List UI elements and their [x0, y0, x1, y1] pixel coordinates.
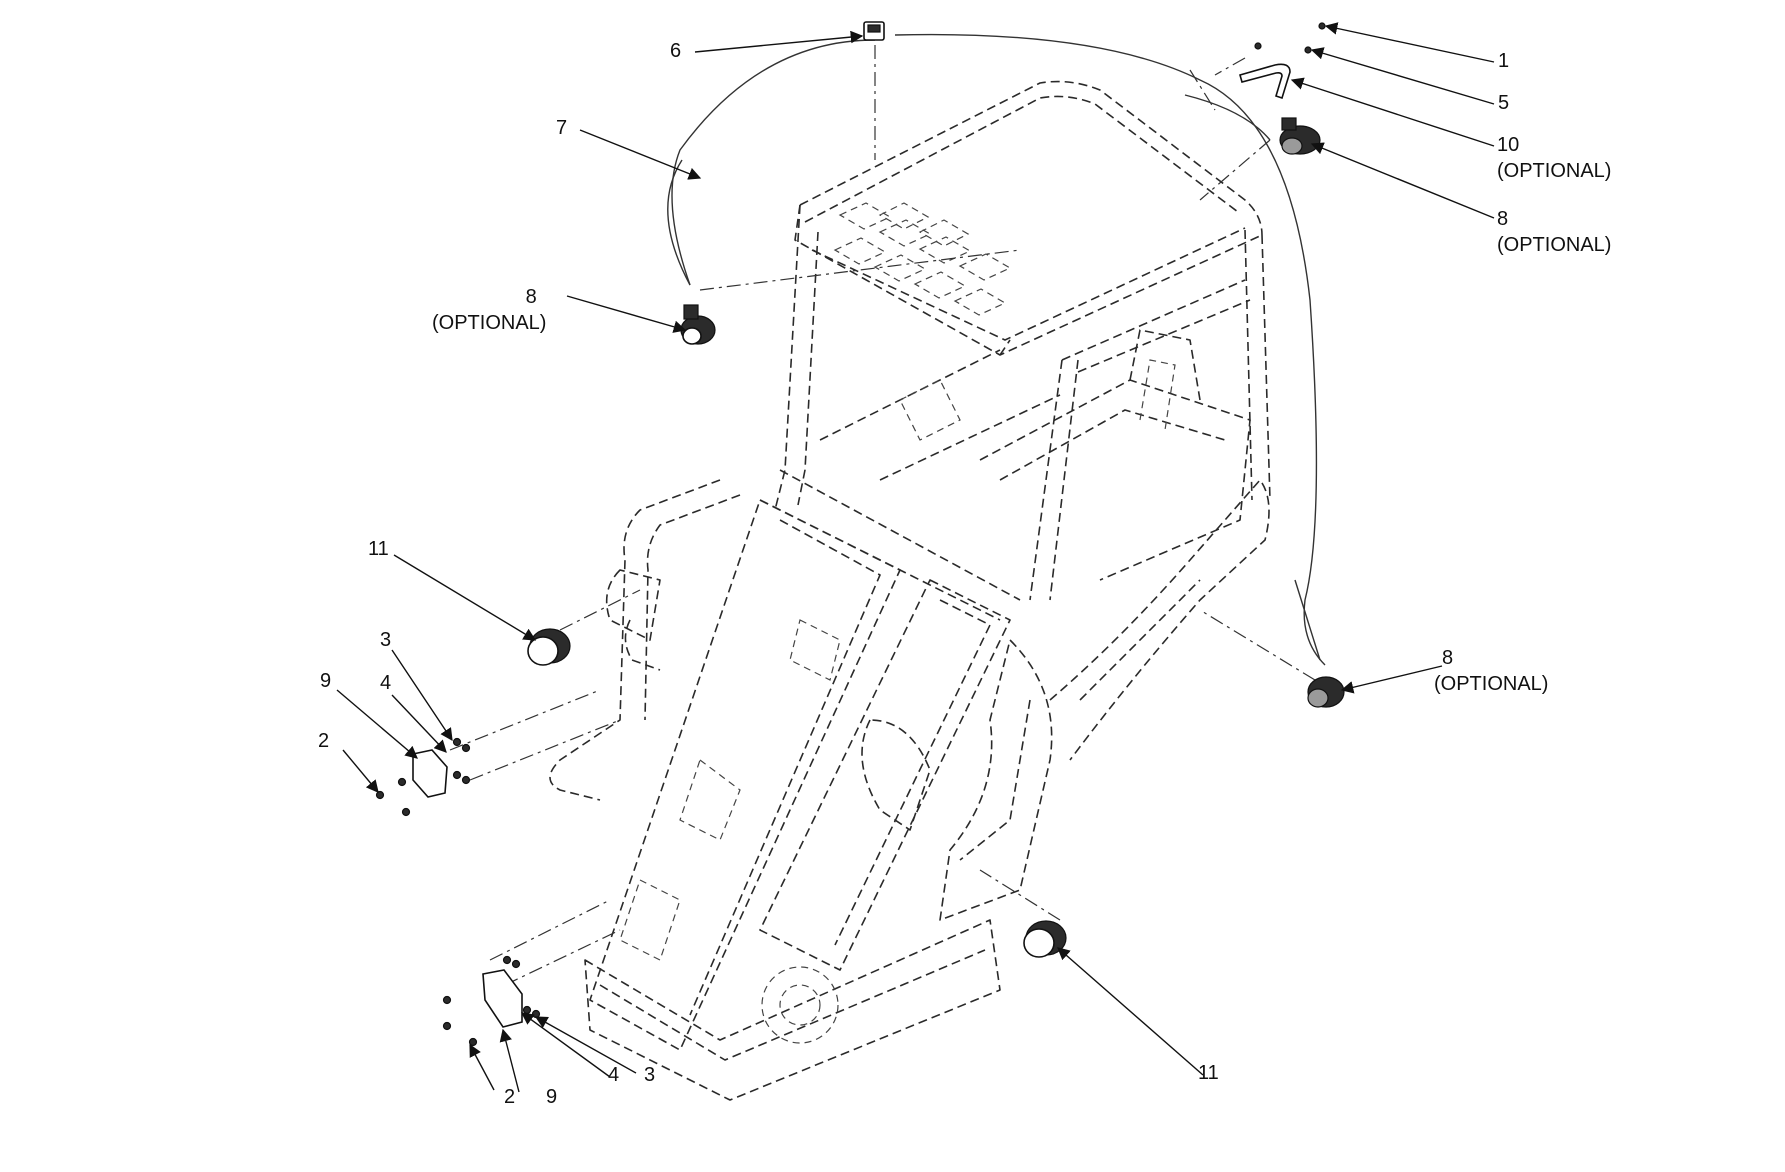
callout-5: 5 [1498, 92, 1510, 114]
chassis-frame [549, 329, 1270, 1101]
callout-3-upper: 3 [380, 629, 392, 651]
callout-8-left: 8(OPTIONAL) [432, 286, 547, 334]
part-9-plate-lower [482, 969, 523, 1028]
part-8-worklight-left [680, 304, 716, 345]
part-8-worklight-top [1279, 117, 1321, 155]
callout-10: 10(OPTIONAL) [1497, 134, 1612, 182]
callout-4-lower: 4 [608, 1064, 620, 1086]
callout-9-lower: 9 [546, 1086, 558, 1108]
wire-harness [667, 33, 1326, 666]
callout-4-upper: 4 [380, 672, 392, 694]
part-8-worklight-right [1307, 676, 1345, 708]
callout-1: 1 [1498, 50, 1510, 72]
part-6-connector [863, 21, 885, 41]
callout-3-lower: 3 [644, 1064, 656, 1086]
callout-11-left: 11 [368, 538, 389, 560]
callout-2-upper: 2 [318, 730, 330, 752]
part-1-screws [1254, 22, 1326, 54]
callout-6: 6 [670, 40, 682, 62]
part-11-lamp-left [527, 628, 571, 666]
callout-8-top: 8(OPTIONAL) [1497, 208, 1612, 256]
callout-9-upper: 9 [320, 670, 332, 692]
callout-8-right: 8(OPTIONAL) [1434, 647, 1549, 695]
roll-cage [774, 80, 1271, 601]
part-9-plate-upper [412, 749, 448, 798]
callout-7: 7 [556, 117, 568, 139]
part-2-3-4-fasteners-lower [442, 955, 541, 1047]
part-5-bracket [1239, 63, 1291, 100]
part-2-3-4-fasteners-upper [375, 737, 471, 817]
leader-lines [336, 22, 1495, 1093]
part-11-lamp-lower [1023, 920, 1067, 958]
callout-2-lower: 2 [504, 1086, 516, 1108]
callout-11-lower: 11 [1198, 1062, 1219, 1084]
center-lines [449, 45, 1316, 986]
